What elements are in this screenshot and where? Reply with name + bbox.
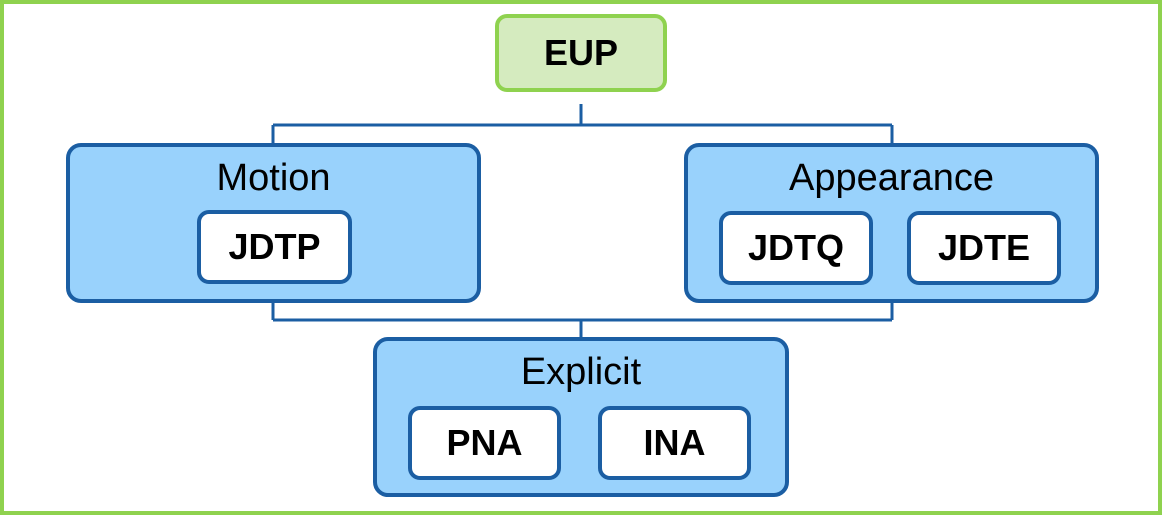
leaf-node-pna: PNA (408, 406, 561, 480)
group-appearance: Appearance JDTQ JDTE (684, 143, 1099, 303)
leaf-node-ina: INA (598, 406, 751, 480)
group-title-appearance: Appearance (789, 157, 994, 199)
leaf-label-pna: PNA (446, 422, 523, 463)
group-title-motion: Motion (216, 157, 331, 199)
leaf-label-ina: INA (643, 422, 706, 463)
leaf-label-jdtp: JDTP (228, 226, 321, 267)
group-explicit: Explicit PNA INA (373, 337, 789, 497)
leaf-node-jdtp: JDTP (197, 210, 352, 284)
leaf-label-jdte: JDTE (937, 227, 1031, 268)
group-title-explicit: Explicit (520, 351, 642, 393)
leaf-node-jdtq: JDTQ (719, 211, 873, 285)
leaf-label-jdtq: JDTQ (747, 227, 844, 268)
root-node-eup: EUP (495, 14, 667, 92)
leaf-node-jdte: JDTE (907, 211, 1061, 285)
group-motion: Motion JDTP (66, 143, 481, 303)
root-label: EUP (543, 32, 619, 73)
